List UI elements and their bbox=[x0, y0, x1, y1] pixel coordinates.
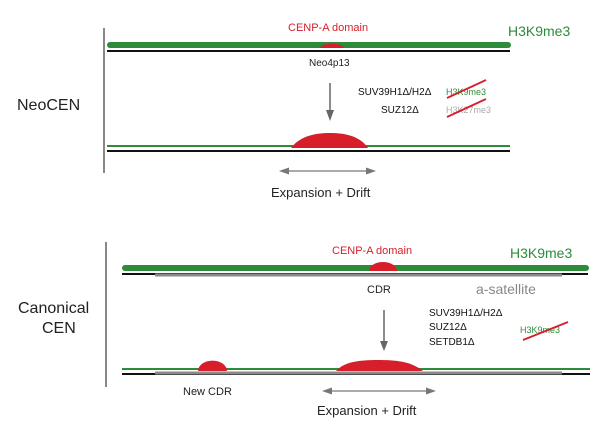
neocen-label: NeoCEN bbox=[17, 97, 80, 114]
neocen-strike-2 bbox=[446, 98, 487, 118]
neocen-lost-mark-h3k27me3: H3K27me3 bbox=[446, 105, 491, 115]
canonical-cenpa-domain-label: CENP-A domain bbox=[332, 245, 412, 257]
neocen-strike-1 bbox=[446, 79, 487, 99]
neocen-h3k9me3-label: H3K9me3 bbox=[508, 23, 570, 39]
canonical-drift-arrow-left-head bbox=[322, 387, 332, 395]
canonical-transition-arrow-head bbox=[380, 341, 388, 351]
neocen-cenpa-domain-front bbox=[319, 43, 345, 48]
canonical-drift-arrow-right-head bbox=[426, 387, 436, 395]
neocen-expanded-cenpa-domain bbox=[291, 133, 368, 148]
neocen-locus-label: Neo4p13 bbox=[309, 58, 350, 69]
canonical-strike-1 bbox=[522, 321, 569, 341]
canonical-panel: Canonical CEN CENP-A domain H3K9me3 CDR … bbox=[18, 242, 590, 418]
canonical-result-label: Expansion + Drift bbox=[317, 403, 417, 418]
canonical-cenpa-domain bbox=[369, 262, 397, 271]
canonical-knockout-2: SUZ12Δ bbox=[429, 322, 467, 333]
canonical-lost-mark-h3k9me3: H3K9me3 bbox=[520, 325, 560, 335]
canonical-h3k9me3-label: H3K9me3 bbox=[510, 245, 572, 261]
canonical-expanded-cenpa-domain bbox=[336, 360, 423, 371]
canonical-new-cdr-domain bbox=[198, 360, 227, 371]
neocen-drift-arrow-right-head bbox=[366, 167, 376, 175]
neocen-result-label: Expansion + Drift bbox=[271, 185, 371, 200]
canonical-new-cdr-label: New CDR bbox=[183, 386, 232, 398]
canonical-satellite-label: a-satellite bbox=[476, 281, 536, 297]
neocen-knockout-1: SUV39H1Δ/H2Δ bbox=[358, 87, 432, 98]
neocen-drift-arrow-left-head bbox=[279, 167, 289, 175]
neocen-lost-mark-h3k9me3: H3K9me3 bbox=[446, 87, 486, 97]
neocen-transition-arrow-head bbox=[326, 110, 334, 121]
canonical-locus-label: CDR bbox=[367, 284, 391, 296]
canonical-label-line2: CEN bbox=[42, 320, 76, 337]
canonical-knockout-1: SUV39H1Δ/H2Δ bbox=[429, 308, 503, 319]
canonical-label-line1: Canonical bbox=[18, 300, 89, 317]
neocen-knockout-2: SUZ12Δ bbox=[381, 105, 419, 116]
canonical-knockout-3: SETDB1Δ bbox=[429, 337, 475, 348]
neocen-panel: NeoCEN CENP-A domain H3K9me3 Neo4p13 SUV… bbox=[17, 22, 570, 200]
neocen-cenpa-domain-label: CENP-A domain bbox=[288, 22, 368, 34]
